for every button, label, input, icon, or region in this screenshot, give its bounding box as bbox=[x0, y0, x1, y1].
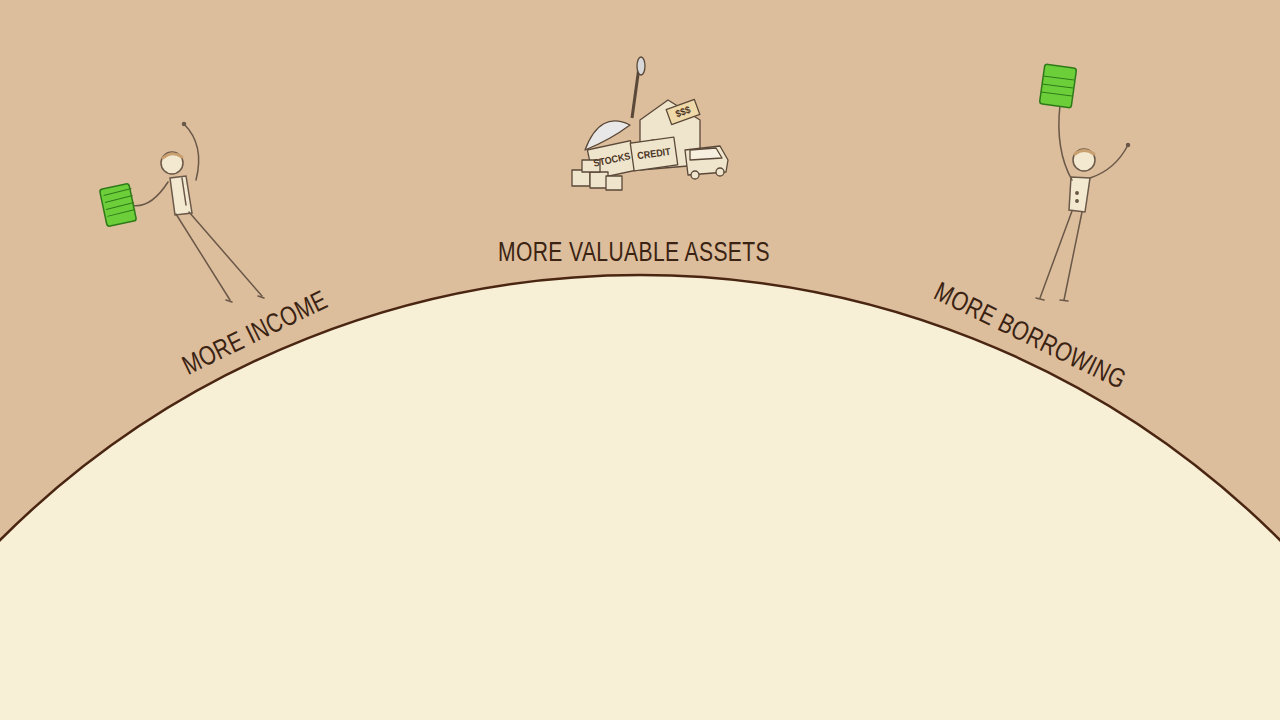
income-figure bbox=[130, 123, 264, 303]
money-stack bbox=[99, 183, 136, 226]
assets-pile bbox=[572, 57, 728, 190]
dome bbox=[0, 275, 1280, 720]
arc-label: MORE VALUABLE ASSETS bbox=[498, 239, 770, 266]
money-stack bbox=[1039, 64, 1076, 108]
borrowing-figure bbox=[1036, 105, 1130, 301]
